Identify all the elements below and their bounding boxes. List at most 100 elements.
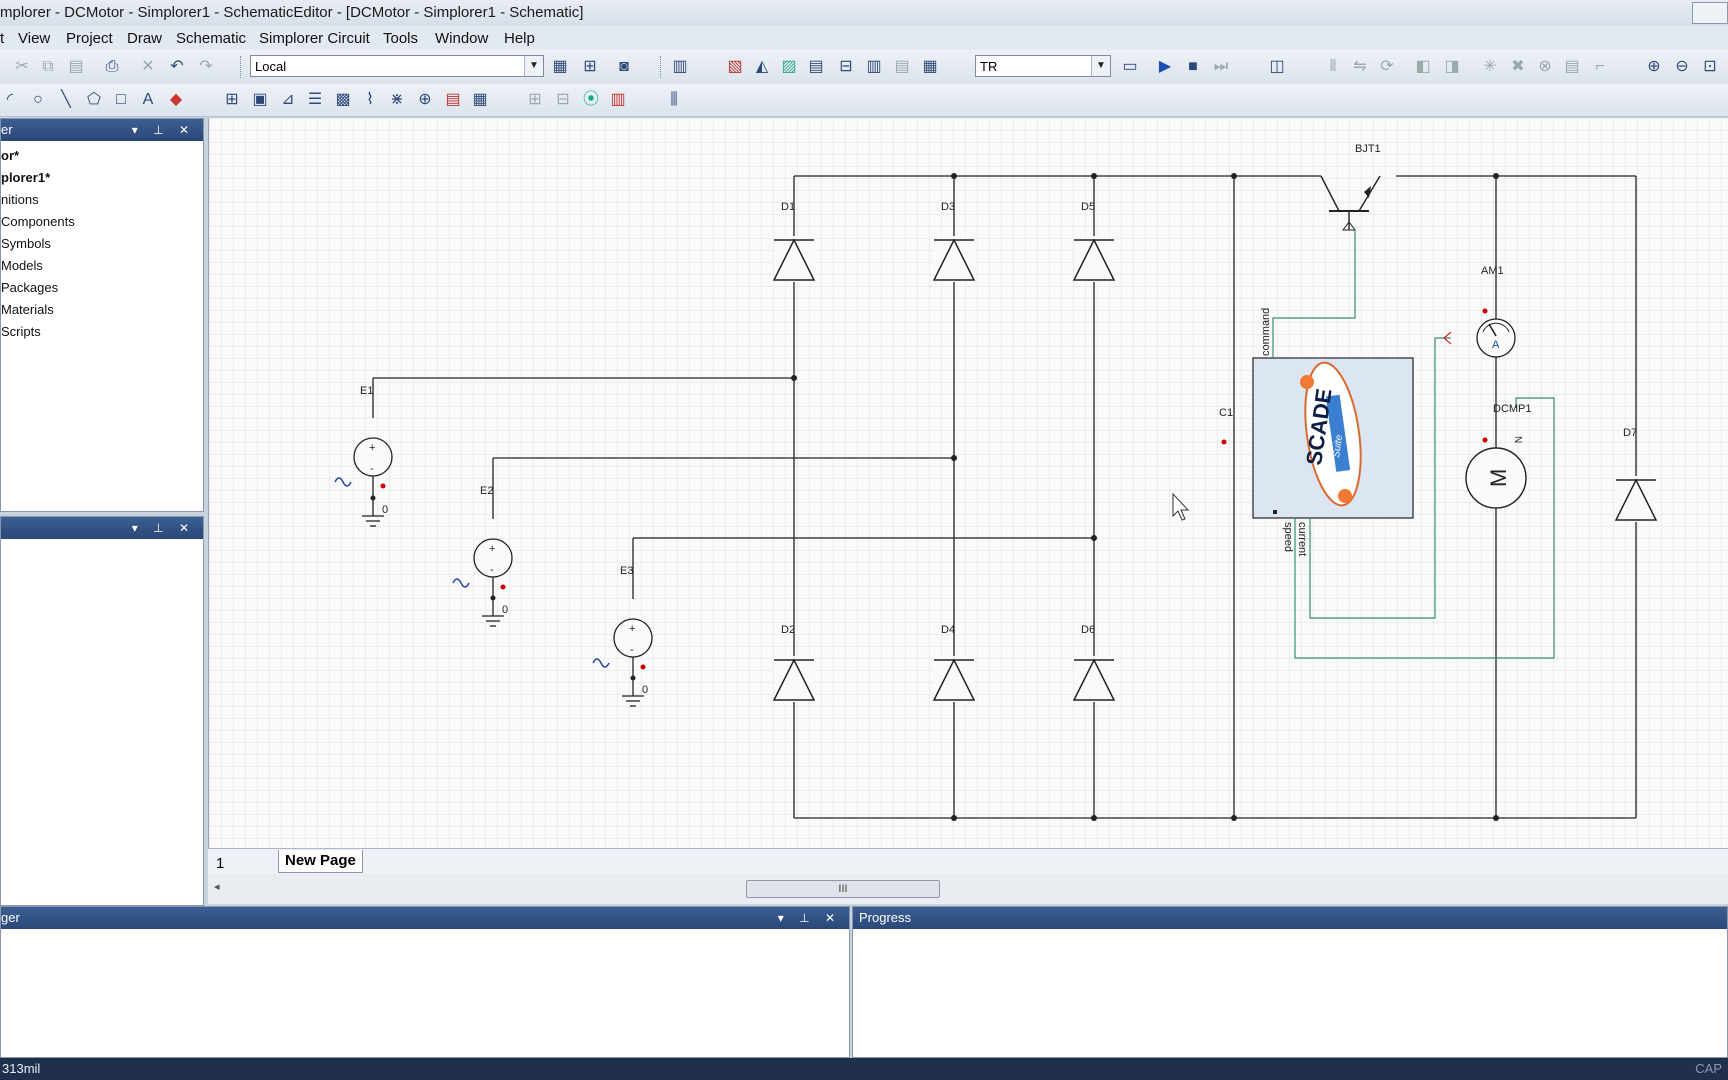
table-icon[interactable]: ▤ xyxy=(808,58,824,75)
list-icon[interactable]: ▤ xyxy=(894,58,910,75)
clear-icon[interactable]: ⊗ xyxy=(1538,58,1552,75)
image-tool-icon[interactable]: ◆ xyxy=(169,91,183,108)
window-control-button[interactable] xyxy=(1692,2,1728,24)
zoom-in-icon[interactable]: ⊕ xyxy=(1647,58,1661,75)
schematic-canvas[interactable]: +- +- +- xyxy=(208,118,1728,848)
netlist-icon[interactable]: ◫ xyxy=(1269,58,1285,75)
undo-icon[interactable]: ↶ xyxy=(170,58,184,75)
layer-icon[interactable]: ⊟ xyxy=(556,91,570,108)
text-tool-icon[interactable]: A xyxy=(142,91,154,108)
tree-item-symbols[interactable]: Symbols xyxy=(1,236,51,251)
tree-item-models[interactable]: Models xyxy=(1,258,43,273)
menu-help[interactable]: Help xyxy=(504,30,535,47)
zoom-fit-icon[interactable]: ⊡ xyxy=(1703,58,1717,75)
arc-tool-icon[interactable]: ◜ xyxy=(6,91,14,108)
symbol-icon[interactable]: ▩ xyxy=(335,91,351,108)
rectangle-tool-icon[interactable]: □ xyxy=(116,91,126,108)
connect-icon[interactable]: ✳ xyxy=(1483,58,1497,75)
step-icon[interactable]: ⏭ xyxy=(1213,58,1229,75)
align-icon[interactable]: ⫴ xyxy=(1329,58,1337,75)
menu-file[interactable]: t xyxy=(0,30,5,47)
copy-icon[interactable]: ⧉ xyxy=(42,58,54,75)
result-icon[interactable]: ▤ xyxy=(445,91,461,108)
report-icon[interactable]: ▨ xyxy=(781,58,797,75)
voltage-source-e3[interactable]: +- xyxy=(592,618,653,707)
report-icon[interactable]: ▦ xyxy=(472,91,488,108)
diode-d3[interactable] xyxy=(933,236,975,282)
menu-view[interactable]: View xyxy=(18,30,51,47)
diode-d2[interactable] xyxy=(773,656,815,702)
bring-front-icon[interactable]: ◧ xyxy=(1415,58,1431,75)
zoom-out-icon[interactable]: ⊖ xyxy=(1675,58,1689,75)
analysis-icon[interactable]: ▧ xyxy=(727,58,743,75)
diode-d6[interactable] xyxy=(1073,656,1115,702)
run-batch-icon[interactable]: ■ xyxy=(1188,58,1198,75)
menu-schematic[interactable]: Schematic xyxy=(176,30,247,47)
polygon-tool-icon[interactable]: ⬠ xyxy=(87,91,101,108)
scroll-left-icon[interactable]: ◂ xyxy=(214,881,220,893)
chevron-down-icon[interactable]: ▼ xyxy=(524,56,543,76)
probe-tool-icon[interactable]: ⦿ xyxy=(582,91,599,108)
analysis-combo[interactable]: TR ▼ xyxy=(975,55,1111,77)
menu-project[interactable]: Project xyxy=(66,30,113,47)
mirror-icon[interactable]: ⇋ xyxy=(1353,58,1367,75)
marker-tool-icon[interactable]: ▥ xyxy=(610,91,626,108)
scade-block[interactable]: SCADE Suite command speed current xyxy=(1252,308,1414,557)
crosshair-icon[interactable]: ⊕ xyxy=(418,91,432,108)
wire-icon[interactable]: ⌐ xyxy=(1595,58,1605,75)
run-simulation-icon[interactable]: ▶ xyxy=(1158,58,1172,75)
paste-icon[interactable]: ▤ xyxy=(68,58,84,75)
panel-controls[interactable]: ▾ ⊥ ✕ xyxy=(131,123,195,137)
disconnect-icon[interactable]: ✖ xyxy=(1511,58,1525,75)
tree-item-scripts[interactable]: Scripts xyxy=(1,324,41,339)
cut-icon[interactable]: ✂ xyxy=(15,58,29,75)
diode-d7[interactable] xyxy=(1615,476,1657,522)
tab-new-page[interactable]: New Page xyxy=(278,850,363,873)
probe-icon[interactable]: ▥ xyxy=(866,58,882,75)
chevron-down-icon[interactable]: ▼ xyxy=(1091,56,1110,76)
transistor-bjt1[interactable] xyxy=(1320,175,1381,231)
print-icon[interactable]: ⎙ xyxy=(105,58,119,75)
redo-icon[interactable]: ↷ xyxy=(199,58,213,75)
rotate-icon[interactable]: ⟳ xyxy=(1380,58,1394,75)
layout-icon[interactable]: ⊞ xyxy=(528,91,542,108)
menu-window[interactable]: Window xyxy=(435,30,489,47)
line-tool-icon[interactable]: ╲ xyxy=(61,91,71,108)
tree-item-components[interactable]: Components xyxy=(1,214,75,229)
diode-d4[interactable] xyxy=(933,656,975,702)
plot-icon[interactable]: ⊿ xyxy=(281,91,295,108)
component-library-icon[interactable]: ▣ xyxy=(252,91,268,108)
graph-icon[interactable]: ◭ xyxy=(755,58,769,75)
sweep-icon[interactable]: ⫼ xyxy=(670,91,678,108)
menu-draw[interactable]: Draw xyxy=(127,30,163,47)
voltage-source-e2[interactable]: +- xyxy=(452,538,513,627)
send-back-icon[interactable]: ◨ xyxy=(1444,58,1460,75)
tree-item-definitions[interactable]: nitions xyxy=(1,192,39,207)
ammeter-am1[interactable]: A xyxy=(1443,308,1516,358)
horizontal-scrollbar[interactable]: ◂ III xyxy=(208,874,1728,904)
page-setup-icon[interactable]: ⊞ xyxy=(225,91,239,108)
measure-icon[interactable]: ⋇ xyxy=(390,91,404,108)
tree-item-project[interactable]: or* xyxy=(1,148,20,163)
sheet-tool-icon[interactable]: ⊞ xyxy=(583,58,597,75)
grid-icon[interactable]: ▦ xyxy=(922,58,938,75)
tree-item-design[interactable]: plorer1* xyxy=(1,170,51,185)
tree-item-materials[interactable]: Materials xyxy=(1,302,54,317)
menu-tools[interactable]: Tools xyxy=(383,30,419,47)
menu-simplorer-circuit[interactable]: Simplorer Circuit xyxy=(259,30,370,47)
panel-controls[interactable]: ▾ ⊥ ✕ xyxy=(131,521,195,535)
diode-d5[interactable] xyxy=(1073,236,1115,282)
query-icon[interactable]: ◙ xyxy=(619,58,629,75)
panel-controls[interactable]: ▾ ⊥ ✕ xyxy=(777,911,841,925)
setup-icon[interactable]: ▭ xyxy=(1122,58,1138,75)
waveform-icon[interactable]: ⌇ xyxy=(366,91,374,108)
diode-d1[interactable] xyxy=(773,236,815,282)
schematic-tool-icon[interactable]: ▦ xyxy=(552,58,568,75)
tree-item-packages[interactable]: Packages xyxy=(1,280,59,295)
delete-icon[interactable]: ✕ xyxy=(141,58,155,75)
matrix-icon[interactable]: ⊟ xyxy=(839,58,853,75)
location-combo[interactable]: Local ▼ xyxy=(250,55,544,77)
dc-motor-dcmp1[interactable]: M N xyxy=(1465,436,1527,509)
list-view-icon[interactable]: ☰ xyxy=(307,91,323,108)
edit-icon[interactable]: ▤ xyxy=(1564,58,1580,75)
